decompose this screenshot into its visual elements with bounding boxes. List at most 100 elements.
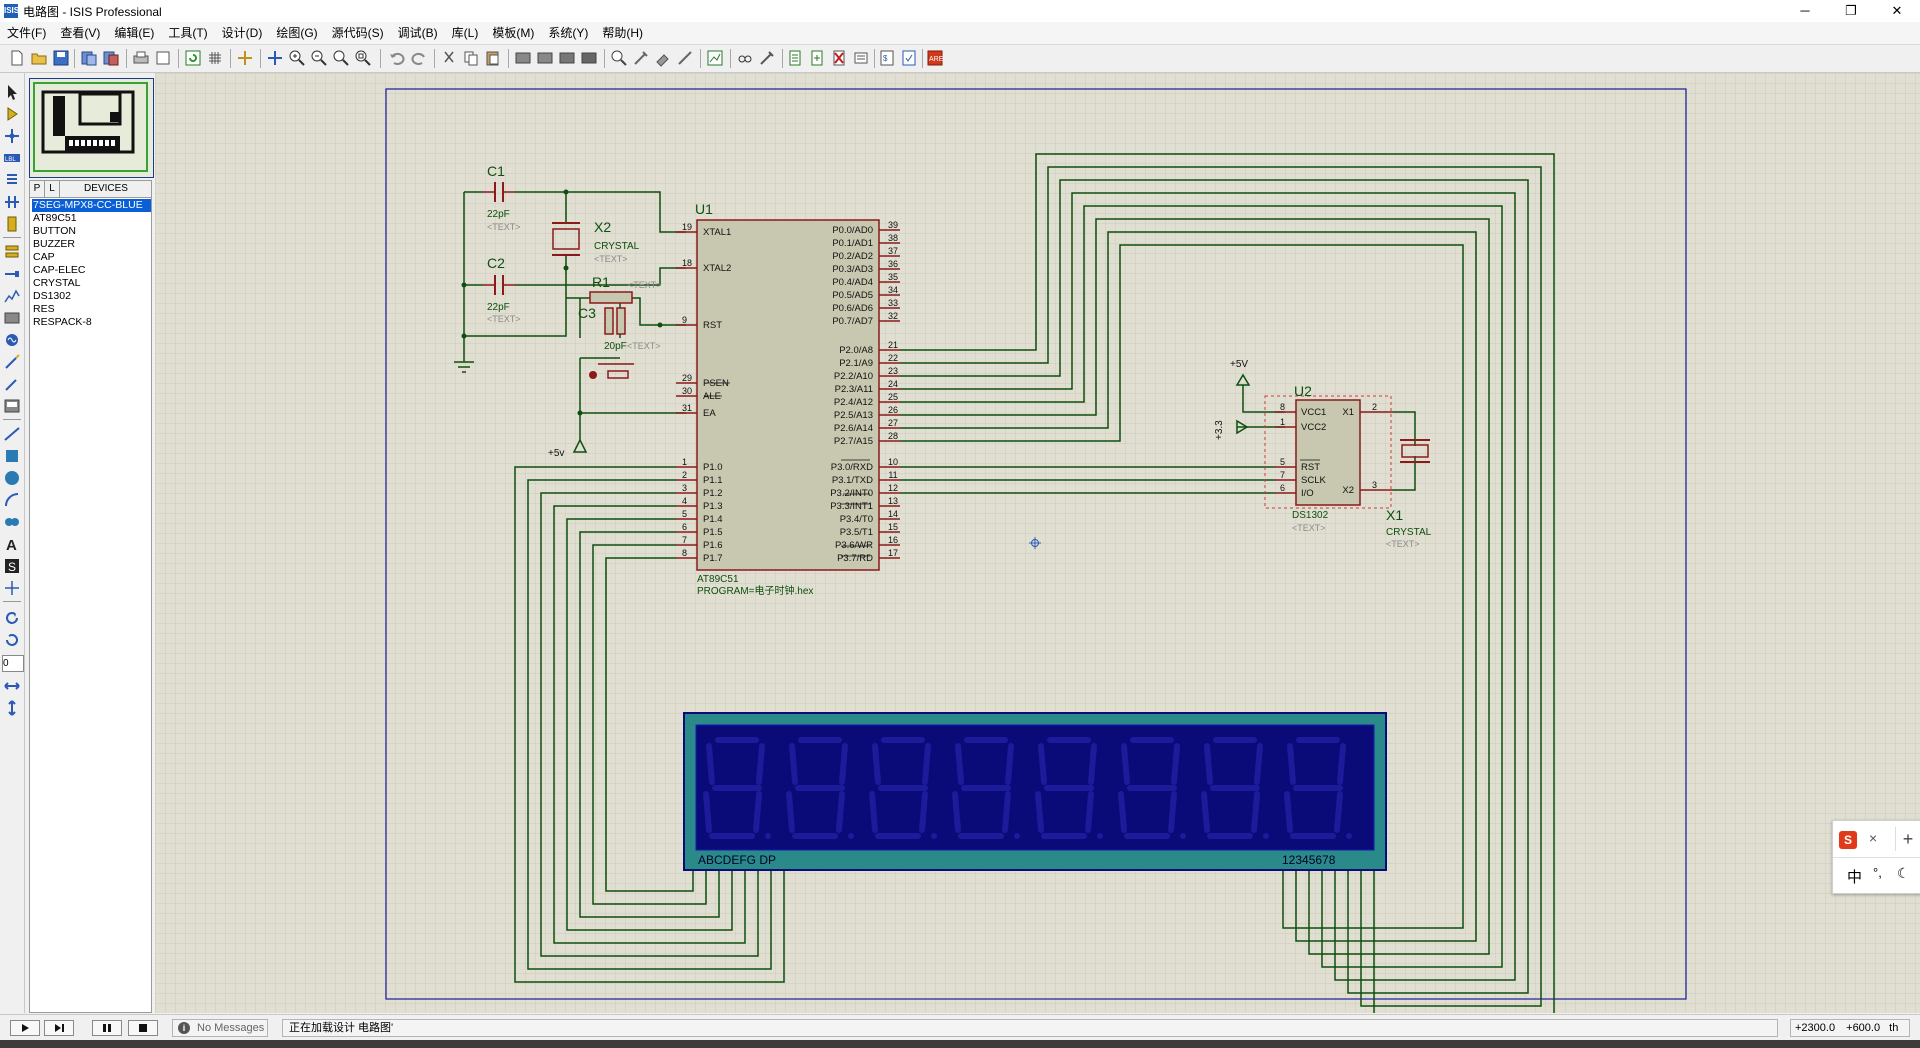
- junction-dot-icon[interactable]: [3, 127, 21, 145]
- ime-language-toggle[interactable]: 中: [1847, 869, 1863, 886]
- erc-icon[interactable]: [900, 49, 918, 67]
- undo-icon[interactable]: [388, 49, 406, 67]
- menu-library[interactable]: 库(L): [451, 26, 479, 40]
- menu-template[interactable]: 模板(M): [492, 26, 535, 40]
- rotation-angle-field[interactable]: 0: [2, 655, 24, 672]
- block-delete-icon[interactable]: [580, 49, 598, 67]
- device-pins-icon[interactable]: [3, 265, 21, 283]
- tape-recorder-icon[interactable]: [3, 309, 21, 327]
- device-item[interactable]: AT89C51: [33, 212, 77, 224]
- device-item[interactable]: 7SEG-MPX8-CC-BLUE: [32, 199, 151, 212]
- menu-system[interactable]: 系统(Y): [548, 26, 589, 40]
- symbol-draw-icon[interactable]: S: [3, 557, 21, 575]
- device-item[interactable]: RESPACK-8: [33, 316, 92, 328]
- box-draw-icon[interactable]: [3, 447, 21, 465]
- block-copy-icon[interactable]: [514, 49, 532, 67]
- menu-tools[interactable]: 工具(T): [168, 26, 208, 40]
- crystal-x1[interactable]: X1 CRYSTAL <TEXT>: [1386, 439, 1432, 549]
- add-sheet-icon[interactable]: [808, 49, 826, 67]
- device-item[interactable]: BUTTON: [33, 225, 76, 237]
- text-script-icon[interactable]: [3, 171, 21, 189]
- arc-draw-icon[interactable]: [3, 491, 21, 509]
- print-area-icon[interactable]: [154, 49, 172, 67]
- menu-file[interactable]: 文件(F): [7, 26, 47, 40]
- circle-draw-icon[interactable]: [3, 469, 21, 487]
- device-item[interactable]: RES: [33, 303, 55, 315]
- netlist-icon[interactable]: [852, 49, 870, 67]
- device-item[interactable]: BUZZER: [33, 238, 75, 250]
- menu-debug[interactable]: 调试(B): [397, 26, 438, 40]
- print-icon[interactable]: [132, 49, 150, 67]
- close-button[interactable]: ✕: [1891, 3, 1903, 18]
- zoom-out-icon[interactable]: [310, 49, 328, 67]
- open-folder-icon[interactable]: [30, 49, 48, 67]
- device-item[interactable]: CAP-ELEC: [33, 264, 86, 276]
- mirror-x-icon[interactable]: [3, 677, 21, 695]
- generator-icon[interactable]: [3, 331, 21, 349]
- pan-icon[interactable]: [266, 49, 284, 67]
- menu-edit[interactable]: 编辑(E): [114, 26, 155, 40]
- menu-design[interactable]: 设计(D): [221, 26, 263, 40]
- pick-from-library-button[interactable]: P: [30, 181, 45, 197]
- restore-button[interactable]: ❐: [1845, 3, 1857, 18]
- block-rotate-icon[interactable]: [558, 49, 576, 67]
- mirror-y-icon[interactable]: [3, 699, 21, 717]
- rotate-anticlockwise-icon[interactable]: [3, 631, 21, 649]
- ime-expand-button[interactable]: +: [1895, 827, 1920, 851]
- device-item[interactable]: CRYSTAL: [33, 277, 81, 289]
- current-probe-icon[interactable]: [3, 375, 21, 393]
- decompose-icon[interactable]: [676, 49, 694, 67]
- messages-field[interactable]: i No Messages: [172, 1019, 268, 1037]
- voltage-probe-icon[interactable]: [3, 353, 21, 371]
- path-draw-icon[interactable]: [3, 513, 21, 531]
- paste-icon[interactable]: [484, 49, 502, 67]
- zoom-in-icon[interactable]: [288, 49, 306, 67]
- crystal-x2[interactable]: X2 CRYSTAL <TEXT>: [552, 219, 640, 264]
- bus-icon[interactable]: [3, 193, 21, 211]
- ares-icon[interactable]: ARES: [926, 49, 944, 67]
- save-icon[interactable]: [52, 49, 70, 67]
- import-icon[interactable]: [80, 49, 98, 67]
- menu-view[interactable]: 查看(V): [60, 26, 101, 40]
- marker-icon[interactable]: [3, 579, 21, 597]
- reset-button-symbol[interactable]: [589, 363, 634, 379]
- origin-icon[interactable]: [236, 49, 254, 67]
- wire-label-icon[interactable]: LBL: [3, 149, 21, 167]
- ime-close-button[interactable]: ×: [1869, 830, 1878, 846]
- resistor-r1[interactable]: R1 <TEXT>: [589, 274, 662, 304]
- new-sheet-icon[interactable]: [786, 49, 804, 67]
- packaging-icon[interactable]: [654, 49, 672, 67]
- line-draw-icon[interactable]: [3, 425, 21, 443]
- play-button[interactable]: [10, 1020, 40, 1036]
- ime-punct-toggle[interactable]: °,: [1873, 865, 1882, 880]
- menu-graph[interactable]: 绘图(G): [276, 26, 318, 40]
- copy-icon[interactable]: [462, 49, 480, 67]
- remove-sheet-icon[interactable]: [830, 49, 848, 67]
- device-item[interactable]: CAP: [33, 251, 55, 263]
- stop-button[interactable]: [128, 1020, 158, 1036]
- capacitor-c1[interactable]: C1 22pF <TEXT>: [483, 163, 521, 232]
- library-manager-button[interactable]: L: [45, 181, 60, 197]
- menu-help[interactable]: 帮助(H): [602, 26, 643, 40]
- redo-icon[interactable]: [410, 49, 428, 67]
- moon-icon[interactable]: ☾: [1897, 865, 1910, 881]
- overview-window[interactable]: [29, 78, 154, 178]
- capacitor-c2[interactable]: C2 22pF <TEXT>: [483, 255, 521, 324]
- minimize-button[interactable]: ─: [1800, 3, 1810, 18]
- cut-icon[interactable]: [440, 49, 458, 67]
- new-file-icon[interactable]: [8, 49, 26, 67]
- virtual-instruments-icon[interactable]: [3, 397, 21, 415]
- ime-toolbar[interactable]: S × + 中 °, ☾: [1832, 820, 1920, 894]
- schematic-canvas[interactable]: C1 22pF <TEXT> C2 22pF <TEXT> X2 CRYSTAL…: [155, 73, 1920, 1013]
- device-item[interactable]: DS1302: [33, 290, 71, 302]
- block-move-icon[interactable]: [536, 49, 554, 67]
- component-mode-icon[interactable]: [3, 105, 21, 123]
- zoom-all-icon[interactable]: [332, 49, 350, 67]
- terminals-mode-icon[interactable]: [3, 243, 21, 261]
- export-icon[interactable]: [102, 49, 120, 67]
- grid-toggle-icon[interactable]: [206, 49, 224, 67]
- search-tag-icon[interactable]: [736, 49, 754, 67]
- capacitor-c3[interactable]: C3 20pF <TEXT>: [578, 305, 661, 352]
